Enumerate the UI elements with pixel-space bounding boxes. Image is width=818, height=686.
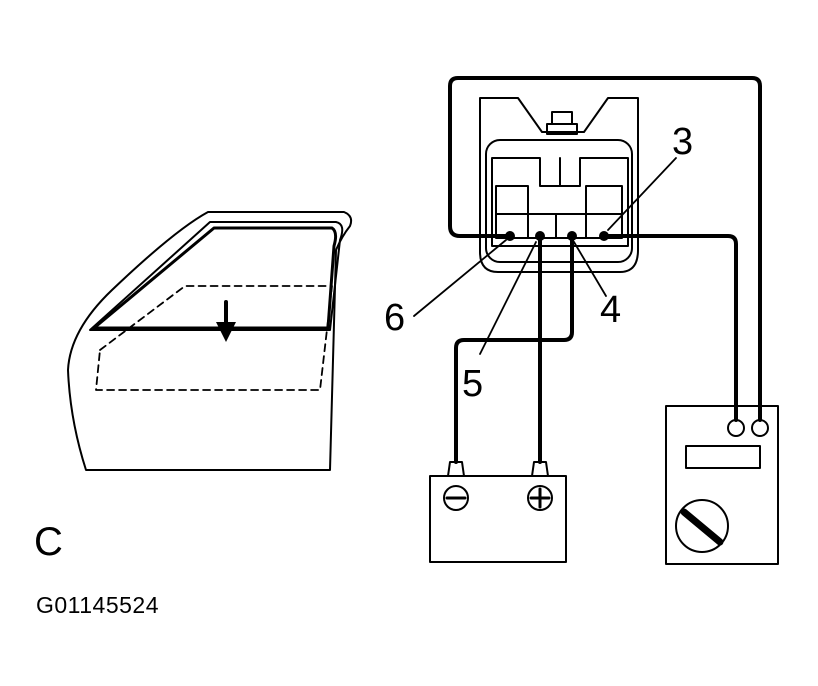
wires — [448, 76, 762, 464]
wire-pin3-to-meter — [602, 234, 738, 422]
glass-lowered-dashed — [95, 285, 333, 391]
battery-post-negative — [447, 461, 465, 477]
car-door-icon — [67, 211, 353, 471]
leader-lines — [413, 157, 677, 355]
pin-label-6: 6 — [384, 297, 405, 339]
figure-id: G01145524 — [36, 592, 160, 618]
battery-icon — [429, 461, 567, 563]
leader-3 — [607, 157, 677, 231]
terminal-dot-5 — [535, 231, 545, 241]
meter-jack-right — [751, 419, 769, 437]
connector-outer — [479, 97, 639, 273]
terminal-dots — [505, 231, 609, 241]
leader-4 — [573, 241, 607, 297]
wire-pin6-to-meter — [448, 76, 762, 422]
meter-dial-icon — [675, 499, 729, 553]
meter-display — [685, 445, 761, 469]
window-frame-outer — [89, 221, 344, 331]
locking-tab-icon — [546, 111, 578, 135]
meter-jack-left — [727, 419, 745, 437]
leader-5 — [479, 241, 537, 355]
battery-body — [429, 475, 567, 563]
arrow-down-icon — [216, 300, 236, 342]
minus-terminal-icon — [443, 485, 469, 511]
connector-housing — [479, 97, 639, 273]
leader-6 — [413, 239, 507, 317]
meter-body — [665, 405, 779, 565]
terminal-cells — [495, 185, 623, 239]
terminal-dot-4 — [567, 231, 577, 241]
pin-label-4: 4 — [600, 289, 621, 331]
ohmmeter-icon — [665, 405, 779, 565]
wire-pin4-to-battery-negative — [454, 234, 574, 464]
pin-label-5: 5 — [462, 363, 483, 405]
battery-post-positive — [531, 461, 549, 477]
door-outline — [67, 211, 353, 471]
pin-label-3: 3 — [672, 121, 693, 163]
plus-terminal-icon — [527, 485, 553, 511]
terminal-dot-6 — [505, 231, 515, 241]
figure-letter: C — [34, 520, 63, 564]
connector-inner-frame — [485, 139, 633, 263]
terminal-dot-3 — [599, 231, 609, 241]
connector-cavity — [491, 157, 629, 247]
window-frame-inner — [92, 226, 338, 330]
